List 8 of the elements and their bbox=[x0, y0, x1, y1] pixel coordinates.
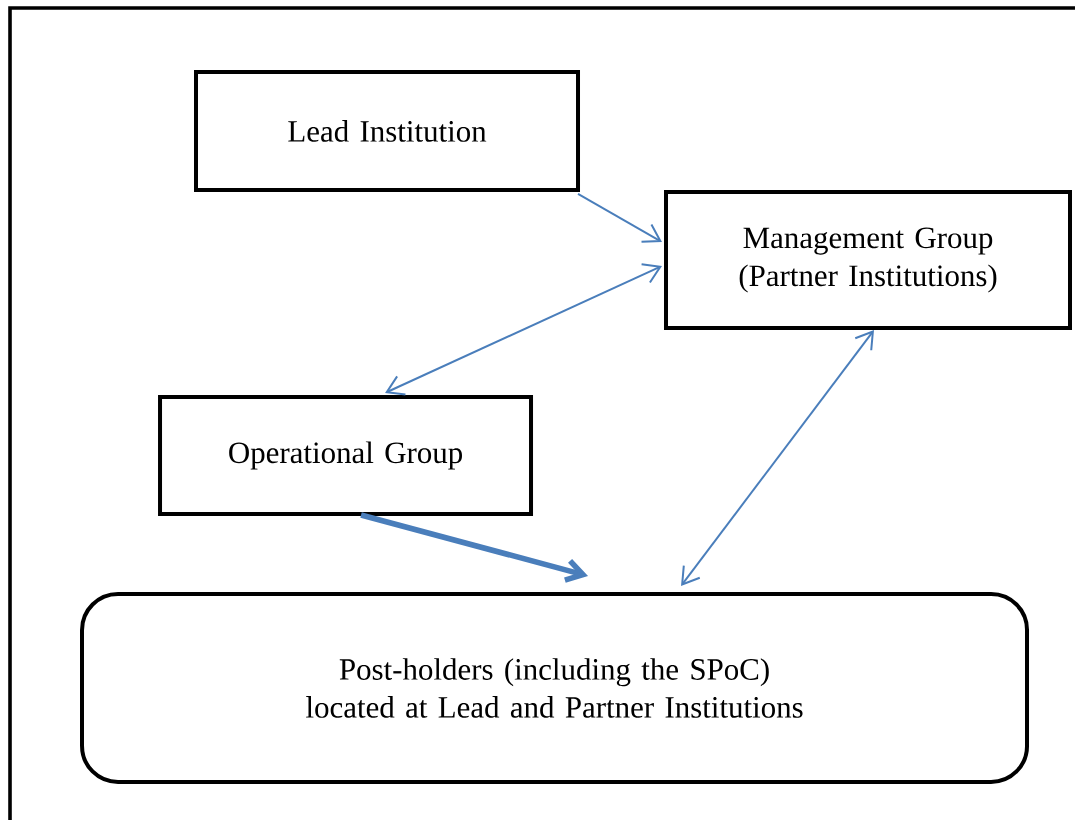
arrow bbox=[360, 512, 589, 583]
rounded-box: Post-holders (including the SPoC) located at Lead and Partner Institutions bbox=[80, 592, 1030, 784]
arrow bbox=[385, 263, 662, 396]
process-box: Operational Group bbox=[158, 394, 534, 516]
arrow bbox=[681, 330, 874, 586]
process-box: Management Group (Partner Institutions) bbox=[664, 190, 1072, 330]
process-box: Lead Institution bbox=[194, 70, 580, 192]
arrow bbox=[577, 193, 662, 243]
